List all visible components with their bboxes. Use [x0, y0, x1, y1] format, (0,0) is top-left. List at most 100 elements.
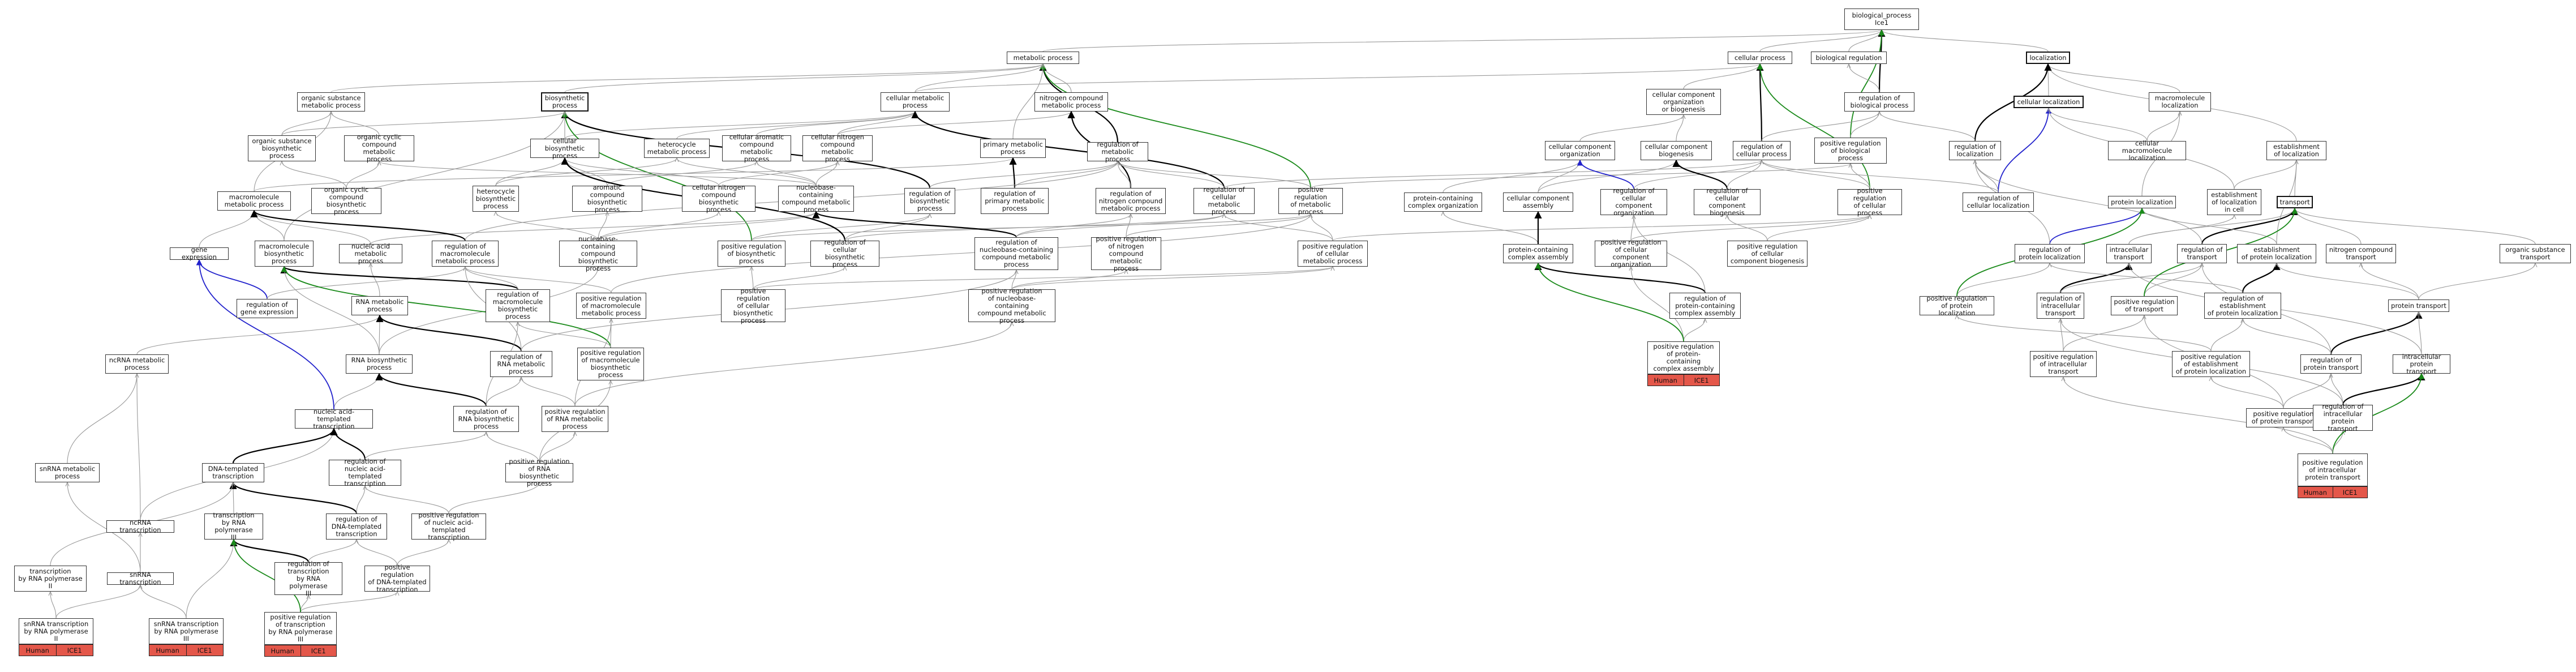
- term-node[interactable]: positive regulation of biosynthetic proc…: [718, 241, 785, 267]
- term-node[interactable]: cellular component assembly: [1503, 192, 1573, 212]
- term-node[interactable]: regulation of RNA metabolic process: [490, 351, 552, 377]
- term-node[interactable]: transcription by RNA polymerase II: [14, 566, 87, 592]
- term-node[interactable]: protein localization: [2108, 196, 2176, 208]
- term-node[interactable]: regulation of RNA biosynthetic process: [453, 406, 519, 432]
- term-node[interactable]: establishment of protein localization: [2237, 244, 2316, 263]
- term-node[interactable]: localization: [2026, 52, 2070, 64]
- term-node[interactable]: regulation of transport: [2177, 244, 2227, 263]
- term-node[interactable]: regulation of nucleic acid-templated tra…: [329, 458, 401, 487]
- term-node[interactable]: organic cyclic compound biosynthetic pro…: [311, 186, 381, 216]
- term-node[interactable]: biological_process Ice1: [1844, 8, 1919, 30]
- term-node[interactable]: transcription by RNA polymerase III: [204, 512, 263, 541]
- term-node[interactable]: metabolic process: [1007, 52, 1079, 64]
- term-node[interactable]: positive regulation of RNA metabolic pro…: [542, 406, 608, 432]
- term-node[interactable]: regulation of DNA-templated transcriptio…: [326, 513, 387, 540]
- term-node[interactable]: regulation of intracellular transport: [2037, 293, 2084, 319]
- term-node[interactable]: cellular process: [1728, 52, 1792, 64]
- term-node[interactable]: regulation of transcription by RNA polym…: [274, 560, 342, 597]
- term-node[interactable]: heterocycle biosynthetic process: [473, 186, 519, 212]
- term-node[interactable]: snRNA transcription by RNA polymerase II: [19, 618, 93, 644]
- term-node[interactable]: cellular macromolecule localization: [2108, 139, 2186, 161]
- term-node[interactable]: regulation of protein localization: [2015, 244, 2085, 263]
- term-node[interactable]: positive regulation of macromolecule met…: [576, 293, 646, 319]
- term-node[interactable]: primary metabolic process: [980, 139, 1046, 158]
- term-node[interactable]: snRNA metabolic process: [35, 463, 100, 482]
- term-node[interactable]: positive regulation of establishment of …: [2172, 351, 2250, 377]
- term-node[interactable]: positive regulation of protein-containin…: [1647, 341, 1720, 374]
- term-node[interactable]: positive regulation of cellular componen…: [1727, 241, 1808, 267]
- term-node[interactable]: positive regulation of macromolecule bio…: [577, 348, 644, 380]
- term-node[interactable]: positive regulation of biological proces…: [1814, 138, 1887, 164]
- term-node[interactable]: DNA-templated transcription: [202, 463, 264, 482]
- term-node[interactable]: regulation of cellular metabolic process: [1193, 186, 1255, 216]
- term-node[interactable]: positive regulation of cellular process: [1837, 187, 1902, 217]
- term-node[interactable]: regulation of nitrogen compound metaboli…: [1096, 188, 1166, 214]
- term-node[interactable]: RNA metabolic process: [351, 296, 408, 315]
- term-node[interactable]: positive regulation of nucleobase-contai…: [968, 287, 1055, 324]
- term-node[interactable]: positive regulation of transcription by …: [264, 612, 337, 645]
- term-node[interactable]: intracellular transport: [2106, 244, 2152, 263]
- term-node[interactable]: organic cyclic compound metabolic proces…: [344, 134, 414, 163]
- term-node[interactable]: protein transport: [2388, 299, 2449, 312]
- term-node[interactable]: positive regulation of cellular componen…: [1595, 239, 1667, 268]
- term-node[interactable]: ncRNA transcription: [106, 519, 174, 534]
- term-node[interactable]: macromolecule metabolic process: [217, 191, 291, 211]
- term-node[interactable]: macromolecule biosynthetic process: [255, 241, 314, 267]
- term-node[interactable]: intracellular protein transport: [2393, 353, 2450, 375]
- term-node[interactable]: nucleobase-containing compound biosynthe…: [559, 235, 637, 272]
- term-node[interactable]: positive regulation of cellular biosynth…: [721, 287, 785, 324]
- term-node[interactable]: regulation of localization: [1949, 141, 2001, 160]
- term-node[interactable]: positive regulation of metabolic process: [1278, 186, 1343, 216]
- term-node[interactable]: regulation of macromolecule metabolic pr…: [432, 241, 499, 267]
- term-node[interactable]: positive regulation of transport: [2111, 296, 2178, 315]
- term-node[interactable]: cellular nitrogen compound biosynthetic …: [682, 184, 755, 213]
- term-node[interactable]: nitrogen compound metabolic process: [1034, 92, 1108, 112]
- term-node[interactable]: regulation of biosynthetic process: [904, 188, 955, 214]
- term-node[interactable]: regulation of gene expression: [237, 299, 298, 318]
- term-node[interactable]: biological regulation: [1811, 52, 1887, 64]
- term-node[interactable]: positive regulation of intracellular pro…: [2298, 453, 2368, 486]
- term-node[interactable]: regulation of cellular process: [1733, 141, 1791, 160]
- term-node[interactable]: positive regulation of DNA-templated tra…: [364, 564, 430, 593]
- term-node[interactable]: cellular biosynthetic process: [530, 137, 599, 159]
- term-node[interactable]: RNA biosynthetic process: [346, 354, 413, 374]
- term-node[interactable]: positive regulation of intracellular tra…: [2030, 351, 2097, 377]
- term-node[interactable]: nucleic acid metabolic process: [339, 242, 402, 264]
- term-node[interactable]: organic substance biosynthetic process: [248, 135, 316, 161]
- term-node[interactable]: cellular nitrogen compound metabolic pro…: [802, 134, 873, 163]
- term-node[interactable]: establishment of localization in cell: [2207, 189, 2261, 215]
- term-node[interactable]: positive regulation of RNA biosynthetic …: [505, 458, 573, 487]
- term-node[interactable]: cellular aromatic compound metabolic pro…: [722, 134, 791, 163]
- term-node[interactable]: nucleobase-containing compound metabolic…: [778, 184, 854, 213]
- term-node[interactable]: regulation of intracellular protein tran…: [2313, 403, 2373, 433]
- term-node[interactable]: cellular localization: [2013, 96, 2084, 108]
- term-node[interactable]: organic substance transport: [2500, 244, 2571, 263]
- term-node[interactable]: positive regulation of nitrogen compound…: [1091, 235, 1161, 272]
- term-node[interactable]: regulation of protein-containing complex…: [1669, 293, 1741, 319]
- term-node[interactable]: regulation of establishment of protein l…: [2204, 293, 2281, 319]
- term-node[interactable]: organic substance metabolic process: [297, 92, 365, 112]
- term-node[interactable]: regulation of cellular component biogene…: [1694, 187, 1761, 217]
- term-node[interactable]: regulation of cellular component organiz…: [1600, 187, 1667, 217]
- term-node[interactable]: regulation of metabolic process: [1087, 140, 1148, 162]
- term-node[interactable]: biosynthetic process: [541, 92, 589, 112]
- term-node[interactable]: regulation of cellular biosynthetic proc…: [810, 239, 879, 268]
- term-node[interactable]: regulation of cellular localization: [1963, 192, 2034, 212]
- term-node[interactable]: snRNA transcription: [107, 571, 174, 586]
- term-node[interactable]: nitrogen compound transport: [2326, 244, 2396, 263]
- term-node[interactable]: positive regulation of cellular metaboli…: [1298, 241, 1368, 267]
- term-node[interactable]: aromatic compound biosynthetic process: [572, 184, 642, 213]
- term-node[interactable]: regulation of primary metabolic process: [981, 188, 1049, 214]
- term-node[interactable]: positive regulation of nucleic acid-temp…: [411, 512, 486, 541]
- term-node[interactable]: cellular component organization: [1545, 141, 1615, 160]
- term-node[interactable]: regulation of macromolecule biosynthetic…: [486, 289, 550, 322]
- term-node[interactable]: establishment of localization: [2266, 141, 2326, 160]
- term-node[interactable]: cellular metabolic process: [881, 92, 950, 112]
- term-node[interactable]: positive regulation of protein localizat…: [1920, 294, 1994, 316]
- term-node[interactable]: cellular component organization or bioge…: [1646, 89, 1721, 115]
- term-node[interactable]: cellular component biogenesis: [1641, 141, 1712, 160]
- term-node[interactable]: regulation of biological process: [1844, 92, 1914, 112]
- term-node[interactable]: gene expression: [170, 246, 229, 261]
- term-node[interactable]: positive regulation of protein transport: [2246, 408, 2321, 427]
- term-node[interactable]: nucleic acid-templated transcription: [295, 408, 373, 430]
